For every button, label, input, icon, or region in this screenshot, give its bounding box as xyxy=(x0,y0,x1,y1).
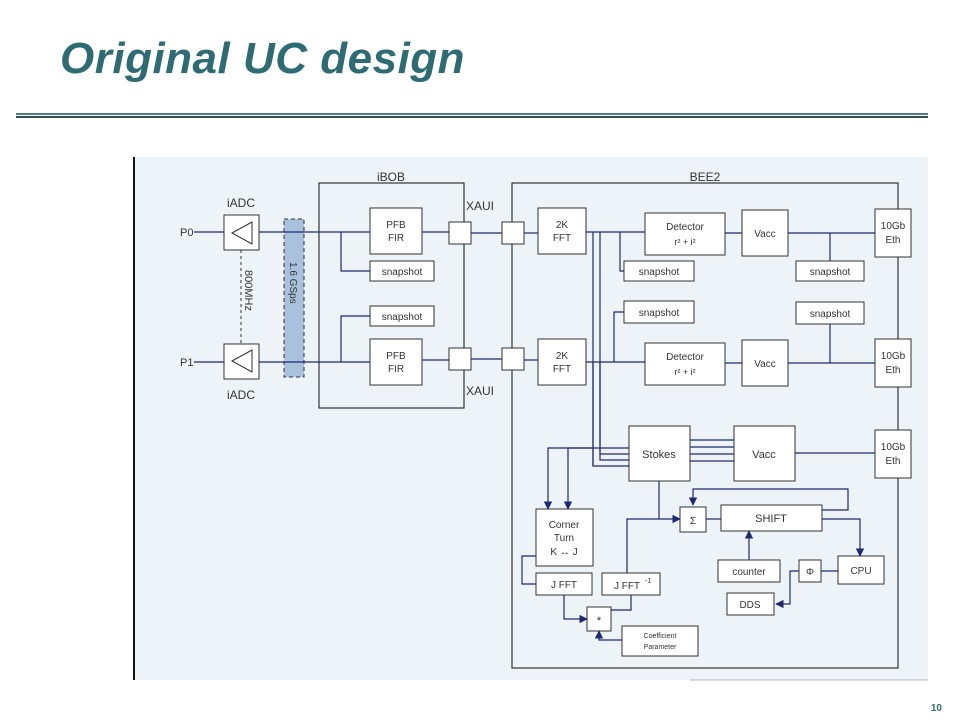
eth-bottom-block: 10Gb Eth xyxy=(874,338,912,388)
vacc-top-block: Vacc xyxy=(741,209,789,257)
adc-top-label: iADC xyxy=(227,196,255,210)
svg-text:PFB: PFB xyxy=(386,351,406,362)
dds-block: DDS xyxy=(726,592,775,616)
snapshot-ibob-bottom-block: snapshot xyxy=(369,305,435,327)
svg-text:J FFT: J FFT xyxy=(551,580,577,591)
svg-text:Coefficient: Coefficient xyxy=(644,633,677,640)
svg-text:Vacc: Vacc xyxy=(754,359,776,370)
svg-text:K ↔ J: K ↔ J xyxy=(550,547,577,558)
ibob-label: iBOB xyxy=(377,170,405,184)
svg-text:FIR: FIR xyxy=(388,233,404,244)
xaui-top-port xyxy=(448,221,472,245)
svg-text:PFB: PFB xyxy=(386,220,406,231)
adc-clock-label: 800MHz xyxy=(242,270,254,311)
svg-text:*: * xyxy=(597,615,602,627)
svg-text:10Gb: 10Gb xyxy=(881,351,906,362)
svg-text:Eth: Eth xyxy=(885,365,900,376)
svg-text:FFT: FFT xyxy=(553,364,571,375)
snapshot-bee2-4-block: snapshot xyxy=(795,301,865,325)
xaui-top-label: XAUI xyxy=(466,199,494,213)
sample-rate-bus xyxy=(283,218,305,378)
snapshot-ibob-top-block: snapshot xyxy=(369,260,435,282)
bee2-box xyxy=(511,182,899,669)
snapshot-bee2-1-block: snapshot xyxy=(623,260,695,282)
title-rule-shadow xyxy=(16,116,928,118)
ibob-box xyxy=(318,182,465,409)
pfb-fir-top-block: PFB FIR xyxy=(369,207,423,255)
svg-text:Turn: Turn xyxy=(554,533,574,544)
bee2-top-port xyxy=(501,221,525,245)
snapshot-bee2-2-block: snapshot xyxy=(795,260,865,282)
svg-text:-1: -1 xyxy=(645,578,651,585)
adc-top-block xyxy=(223,214,260,251)
fft-bottom-block: 2K FFT xyxy=(537,338,587,386)
svg-text:snapshot: snapshot xyxy=(639,308,680,319)
signal-wires xyxy=(194,231,875,641)
svg-text:Σ: Σ xyxy=(690,516,696,527)
eth-stokes-block: 10Gb Eth xyxy=(874,429,912,479)
svg-text:Eth: Eth xyxy=(885,456,900,467)
svg-text:Detector: Detector xyxy=(666,222,704,233)
svg-text:FIR: FIR xyxy=(388,364,404,375)
bee2-label: BEE2 xyxy=(690,170,721,184)
svg-text:10Gb: 10Gb xyxy=(881,442,906,453)
svg-text:Detector: Detector xyxy=(666,352,704,363)
svg-text:2K: 2K xyxy=(556,220,569,231)
svg-text:Φ: Φ xyxy=(806,567,814,578)
vacc-bottom-block: Vacc xyxy=(741,339,789,387)
shift-block: SHIFT xyxy=(720,504,823,532)
svg-text:counter: counter xyxy=(732,567,766,578)
bee2-bottom-port xyxy=(501,347,525,371)
sum-block: Σ xyxy=(679,506,707,533)
detector-top-block: Detector r² + i² xyxy=(644,212,726,256)
j-fft-block: J FFT xyxy=(535,572,593,596)
xaui-bottom-port xyxy=(448,347,472,371)
slide-title: Original UC design xyxy=(60,34,466,83)
title-rule xyxy=(16,113,928,115)
page-number: 10 xyxy=(930,703,942,714)
adc-bottom-block xyxy=(223,343,260,380)
svg-text:Parameter: Parameter xyxy=(644,644,677,651)
stokes-block: Stokes xyxy=(628,425,691,482)
detector-bottom-block: Detector r² + i² xyxy=(644,342,726,386)
counter-block: counter xyxy=(717,559,781,583)
svg-text:snapshot: snapshot xyxy=(639,267,680,278)
j-fft-inverse-block: J FFT -1 xyxy=(601,572,661,596)
svg-text:snapshot: snapshot xyxy=(382,312,423,323)
svg-text:2K: 2K xyxy=(556,351,569,362)
xaui-bottom-label: XAUI xyxy=(466,384,494,398)
vacc-stokes-block: Vacc xyxy=(733,425,796,482)
svg-text:snapshot: snapshot xyxy=(810,309,851,320)
snapshot-bee2-3-block: snapshot xyxy=(623,300,695,324)
svg-text:snapshot: snapshot xyxy=(382,267,423,278)
svg-text:Vacc: Vacc xyxy=(752,449,776,461)
svg-text:r² + i²: r² + i² xyxy=(674,237,695,247)
svg-text:snapshot: snapshot xyxy=(810,267,851,278)
svg-text:Stokes: Stokes xyxy=(642,449,676,461)
sample-rate-label: 1.6 GSps xyxy=(287,262,298,304)
svg-text:DDS: DDS xyxy=(739,600,760,611)
diagram-background xyxy=(133,157,928,680)
adc-bottom-label: iADC xyxy=(227,388,255,402)
svg-text:CPU: CPU xyxy=(850,566,871,577)
svg-text:r² + i²: r² + i² xyxy=(674,367,695,377)
svg-text:Eth: Eth xyxy=(885,235,900,246)
input-p0-label: P0 xyxy=(180,227,193,239)
svg-text:Vacc: Vacc xyxy=(754,229,776,240)
svg-text:FFT: FFT xyxy=(553,233,571,244)
multiply-block: * xyxy=(586,606,612,632)
fft-top-block: 2K FFT xyxy=(537,207,587,255)
cpu-block: CPU xyxy=(837,555,885,585)
pfb-fir-bottom-block: PFB FIR xyxy=(369,338,423,386)
phi-block: Φ xyxy=(798,559,822,583)
svg-text:J FFT: J FFT xyxy=(614,581,640,592)
eth-top-block: 10Gb Eth xyxy=(874,208,912,258)
coefficient-parameter-block: Coefficient Parameter xyxy=(621,625,699,657)
svg-text:SHIFT: SHIFT xyxy=(755,513,787,525)
svg-text:10Gb: 10Gb xyxy=(881,221,906,232)
input-p1-label: P1 xyxy=(180,357,193,369)
svg-text:Corner: Corner xyxy=(549,520,580,531)
corner-turn-block: Corner Turn K ↔ J xyxy=(535,508,594,567)
